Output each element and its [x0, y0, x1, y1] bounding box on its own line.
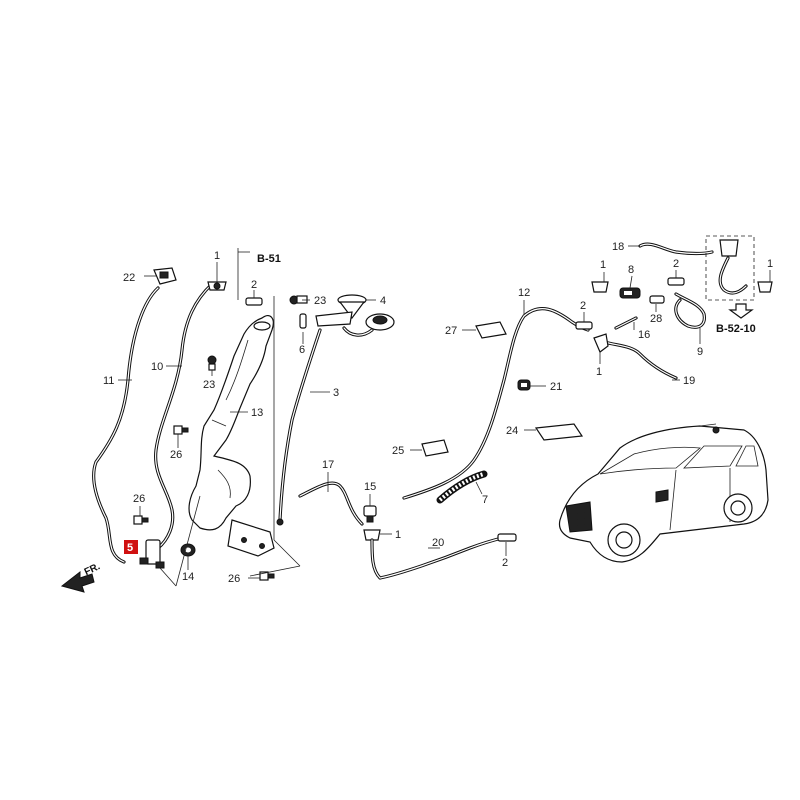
joint-2-top [245, 297, 263, 306]
callout-15: 15 [364, 481, 376, 493]
callout-2-center: 2 [502, 557, 508, 569]
callout-8: 8 [628, 264, 634, 276]
hose-17 [298, 481, 364, 526]
joint-2-center [497, 533, 517, 542]
callout-19: 19 [683, 375, 695, 387]
callout-27: 27 [445, 325, 457, 337]
reservoir-tank-13 [188, 315, 275, 557]
hose-10 [154, 282, 214, 550]
hose-11 [92, 286, 160, 564]
callout-7: 7 [482, 494, 488, 506]
callout-2-upper-center: 2 [580, 300, 586, 312]
callout-1-far-right: 1 [767, 258, 773, 270]
callout-23-right: 23 [314, 295, 326, 307]
clip-21 [517, 379, 531, 391]
joint-28 [649, 295, 665, 304]
joint-2-upper-right [667, 277, 685, 286]
washer-pump-5 [139, 539, 165, 569]
bolt-26-b [133, 515, 149, 525]
joint-1-elbow [593, 333, 609, 353]
callout-1-center: 1 [395, 529, 401, 541]
callout-10: 10 [151, 361, 163, 373]
callout-9: 9 [697, 346, 703, 358]
callout-1-upper-right: 1 [600, 259, 606, 271]
clip-22 [153, 267, 177, 285]
callout-14: 14 [182, 571, 194, 583]
callout-26-a: 26 [170, 449, 182, 461]
callout-1-top: 1 [214, 250, 220, 262]
vehicle-illustration [558, 423, 769, 563]
ref-b52-10[interactable]: B-52-10 [716, 323, 756, 335]
pad-24 [534, 423, 584, 441]
callout-26-b: 26 [133, 493, 145, 505]
grommet-23-left [207, 355, 217, 371]
rear-nozzle-detail [705, 235, 755, 301]
callout-18: 18 [612, 241, 624, 253]
callout-23-left: 23 [203, 379, 215, 391]
callout-16: 16 [638, 329, 650, 341]
bolt-26-c [259, 571, 275, 581]
callout-17: 17 [322, 459, 334, 471]
joint-1-top [207, 281, 227, 291]
clip-6 [299, 313, 307, 329]
pipe-3 [276, 328, 322, 526]
callout-2-top: 2 [251, 279, 257, 291]
callout-28: 28 [650, 313, 662, 325]
callout-6: 6 [299, 344, 305, 356]
bolt-26-a [173, 425, 189, 435]
joint-1-far-right [757, 281, 773, 293]
callout-12: 12 [518, 287, 530, 299]
callout-26-c: 26 [228, 573, 240, 585]
filler-neck-4 [315, 294, 395, 337]
hose-18 [638, 242, 714, 256]
joint-1-upper-right [591, 281, 609, 293]
highlight-part-5-label: 5 [127, 542, 133, 554]
highlight-part-5[interactable]: 5 [124, 540, 138, 554]
callout-3: 3 [333, 387, 339, 399]
joint-1-center [363, 529, 381, 541]
callout-13: 13 [251, 407, 263, 419]
corrugated-tube-7 [436, 470, 488, 504]
callout-1-elbow: 1 [596, 366, 602, 378]
callout-2-upper-right: 2 [673, 258, 679, 270]
callout-22: 22 [123, 272, 135, 284]
callout-20: 20 [432, 537, 444, 549]
hose-9 [674, 292, 706, 329]
pad-25 [421, 439, 449, 457]
leader-lines [118, 245, 771, 579]
nozzle-15 [363, 505, 377, 523]
hose-19 [602, 340, 678, 380]
front-label: FR. [83, 561, 102, 578]
hose-12 [402, 306, 590, 500]
grommet-14 [180, 543, 196, 557]
callout-24: 24 [506, 425, 518, 437]
pad-27 [475, 321, 507, 339]
hose-20 [370, 536, 504, 580]
ref-b51[interactable]: B-51 [257, 253, 281, 265]
grommet-23-right [289, 295, 308, 305]
arrow-down-icon [728, 303, 754, 319]
front-arrow-icon [60, 570, 95, 593]
callout-25: 25 [392, 445, 404, 457]
hose-16 [614, 316, 638, 330]
joint-2-upper-center [575, 321, 593, 330]
check-valve-8 [619, 287, 641, 299]
callout-4: 4 [380, 295, 386, 307]
callout-11: 11 [103, 375, 114, 387]
callout-21: 21 [550, 381, 562, 393]
